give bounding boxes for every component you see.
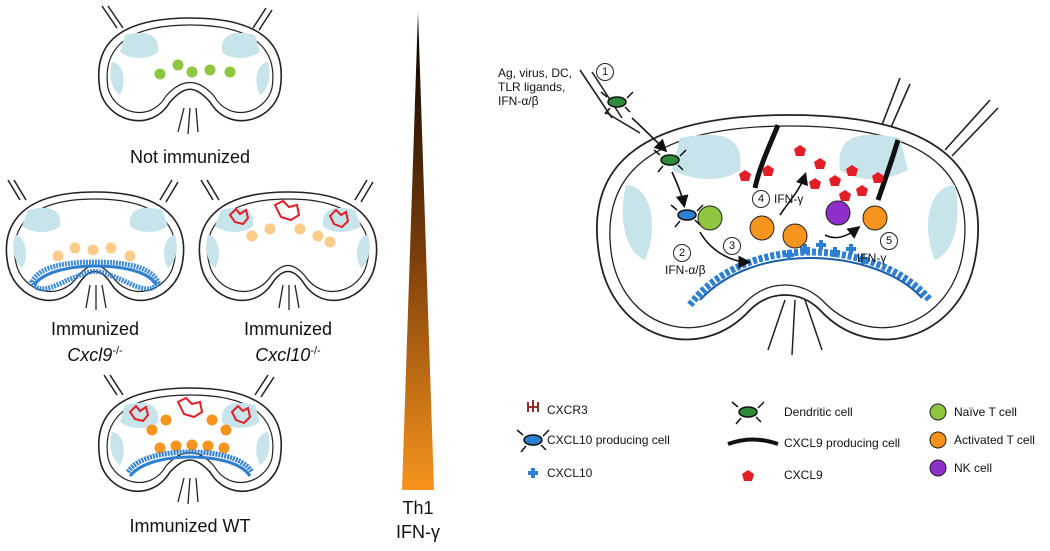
legend-cxcl10-cell: CXCL10 producing cell (547, 433, 670, 447)
caption-cxcl9-ko: Immunized Cxcl9-/- (5, 318, 185, 366)
caption-immunized-label: Immunized (50, 319, 140, 339)
legend-cxcl10: CXCL10 (547, 466, 593, 480)
activated-t-cell (862, 205, 888, 231)
naive-t-cell (186, 66, 198, 78)
naive-t-cell (204, 64, 216, 76)
legend-dendritic-glyph (731, 401, 765, 425)
genotype-cxcl9: Cxcl9 (67, 345, 113, 365)
genotype-cxcl10: Cxcl10 (255, 345, 311, 365)
th1-gradient-triangle (402, 12, 434, 490)
caption-not-immunized: Not immunized (129, 147, 251, 167)
naive-t-cell (224, 66, 236, 78)
naive-t-cell (154, 68, 166, 80)
legend-nk-glyph (929, 459, 947, 477)
lymph-node-cxcl9-ko (5, 179, 185, 310)
legend-cxcl9-cell-glyph (727, 437, 779, 446)
activated-t-cell (749, 215, 775, 241)
lymph-node-detail (579, 69, 999, 356)
gradient-label: Th1 IFN-γ (388, 496, 448, 544)
step-5-marker: 5 (880, 232, 898, 250)
dendritic-cell (600, 91, 634, 115)
legend-activated-t: Activated T cell (954, 433, 1035, 447)
lymph-node-not-immunized (97, 5, 283, 135)
stimuli-line-2: TLR ligands, (498, 80, 566, 94)
legend-naive-t: Naïve T cell (954, 405, 1017, 419)
legend-cxcl9: CXCL9 (784, 468, 823, 482)
caption-immunized-wt: Immunized WT (129, 516, 251, 536)
label-ifn-gamma-right: IFN-γ (857, 251, 887, 265)
step-3-marker: 3 (723, 237, 741, 255)
naive-t-cell (172, 59, 184, 71)
stimuli-line-3: IFN-α/β (498, 94, 539, 108)
step-4-marker: 4 (752, 190, 770, 208)
cxcl9-producing-cell (752, 124, 781, 189)
cxcl9-producing-cell (875, 139, 901, 201)
legend-nk: NK cell (954, 461, 993, 475)
gradient-label-th1: Th1 (402, 498, 434, 518)
caption-cxcl10-ko: Immunized Cxcl10-/- (198, 318, 378, 366)
legend-cxcl10-glyph (528, 468, 538, 478)
nk-cell (825, 200, 851, 226)
legend-cxcr3: CXCR3 (547, 403, 588, 417)
activated-t-cell (782, 223, 808, 249)
step-1-marker: 1 (596, 63, 614, 81)
legend-cxcl10-cell-glyph (516, 429, 550, 453)
lymph-node-cxcl10-ko (198, 179, 378, 310)
gradient-label-ifn: IFN-γ (396, 522, 440, 542)
cxcl10-cell-network (687, 248, 933, 308)
legend-cxcr3-glyph (527, 400, 539, 412)
dendritic-cell (653, 149, 687, 173)
step-2-marker: 2 (673, 244, 691, 262)
legend-activated-t-glyph (929, 431, 947, 449)
cxcl10-cluster (784, 240, 868, 264)
caption-genotype: Cxcl10-/- (198, 340, 378, 366)
legend-dendritic: Dendritic cell (784, 405, 853, 419)
stimuli-line-1: Ag, virus, DC, (498, 66, 573, 80)
naive-t-cell-detail (697, 205, 723, 231)
caption-genotype: Cxcl9-/- (5, 340, 185, 366)
label-ifn-gamma-top: IFN-γ (774, 192, 804, 206)
dendritic-cell-activated (670, 204, 704, 228)
legend-cxcl9-cell: CXCL9 producing cell (784, 436, 901, 450)
stimuli-annotation: Ag, virus, DC, TLR ligands, IFN-α/β (498, 66, 572, 108)
label-ifn-alpha-beta: IFN-α/β (665, 263, 706, 277)
legend-naive-t-glyph (929, 403, 947, 421)
genotype-sup: -/- (310, 345, 321, 357)
legend-cxcl9-glyph (742, 470, 754, 481)
genotype-sup: -/- (112, 345, 123, 357)
caption-immunized-label: Immunized (243, 319, 333, 339)
cxcl9-cluster (739, 145, 884, 201)
lymph-node-immunized-wt (97, 374, 283, 505)
